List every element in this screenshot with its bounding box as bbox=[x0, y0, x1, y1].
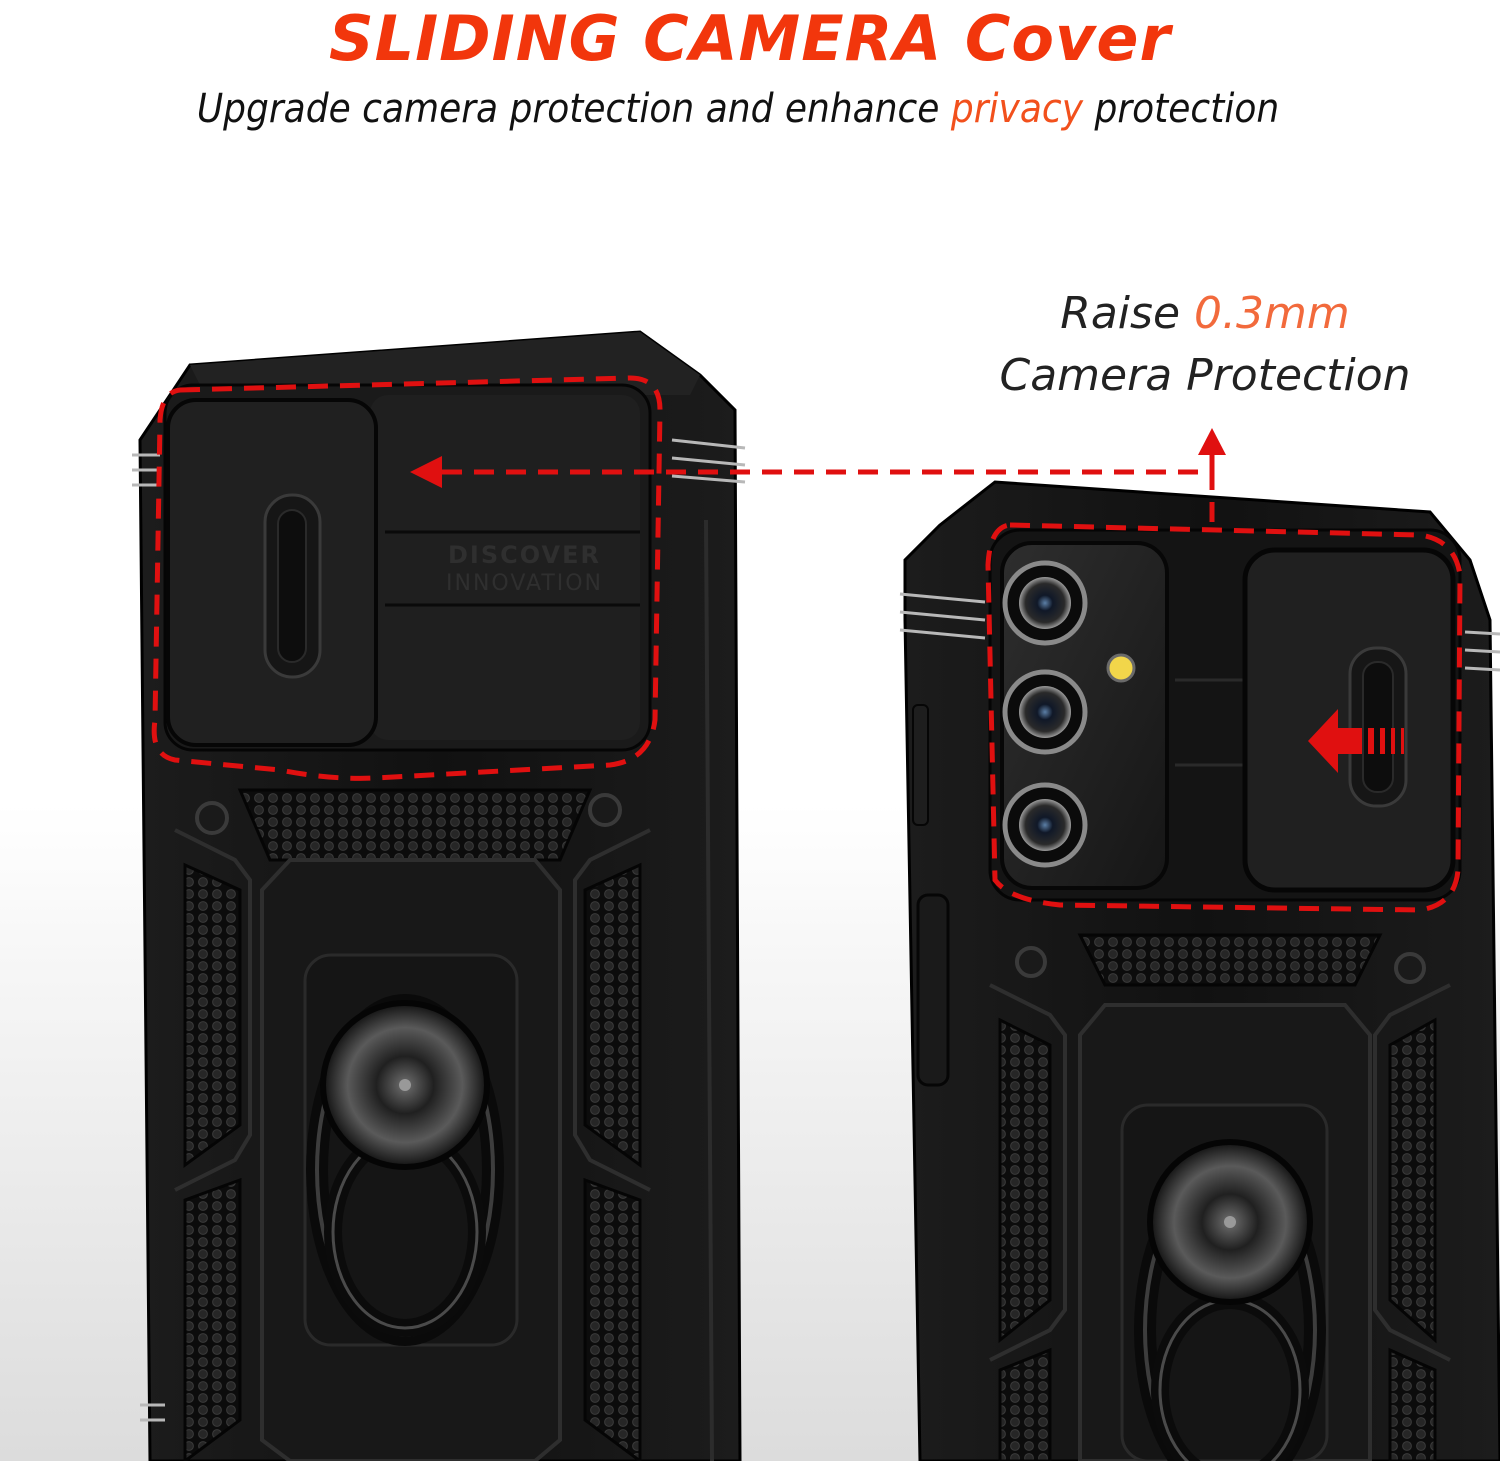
flash-icon bbox=[1106, 653, 1136, 683]
raise-word: Raise bbox=[1060, 288, 1195, 339]
right-side-button-lower[interactable] bbox=[916, 893, 950, 1087]
subheadline-after: protection bbox=[1083, 86, 1280, 132]
left-screw-right bbox=[588, 793, 622, 827]
slider-imprint-line1: DISCOVER bbox=[448, 541, 601, 569]
right-side-button[interactable] bbox=[912, 704, 929, 826]
right-screw-left bbox=[1015, 946, 1047, 978]
raise-callout-line2: Camera Protection bbox=[999, 350, 1411, 401]
subheadline-before: Upgrade camera protection and enhance bbox=[196, 86, 951, 132]
right-screw-right bbox=[1394, 952, 1426, 984]
right-phone-case bbox=[899, 480, 1500, 1461]
raise-callout: Raise 0.3mm Camera Protection bbox=[960, 283, 1450, 407]
slide-direction-arrow-icon bbox=[1308, 709, 1404, 773]
arrow-left-icon bbox=[410, 456, 442, 488]
right-ring-holder-icon[interactable] bbox=[1134, 1139, 1326, 1461]
left-phone-case: DISCOVER INNOVATION bbox=[132, 330, 746, 1461]
right-camera-dashed-outline bbox=[985, 522, 1463, 913]
right-case-side-grips bbox=[899, 592, 1500, 672]
subheadline: Upgrade camera protection and enhance pr… bbox=[0, 86, 1476, 132]
left-case-side-grips bbox=[132, 438, 746, 1422]
raise-connector bbox=[410, 428, 1226, 522]
headline: SLIDING CAMERA Cover bbox=[328, 2, 1172, 75]
left-ring-holder-icon[interactable] bbox=[306, 994, 504, 1346]
left-screw-left bbox=[195, 801, 229, 835]
raise-callout-line1: Raise 0.3mm bbox=[960, 283, 1450, 345]
subheadline-highlight: privacy bbox=[950, 86, 1084, 132]
left-camera-dashed-outline bbox=[151, 375, 663, 781]
raise-value: 0.3mm bbox=[1194, 288, 1350, 339]
arrow-up-icon bbox=[1198, 428, 1226, 455]
slider-imprint-line2: INNOVATION bbox=[446, 571, 603, 596]
camera-lens-icon bbox=[1002, 560, 1088, 868]
